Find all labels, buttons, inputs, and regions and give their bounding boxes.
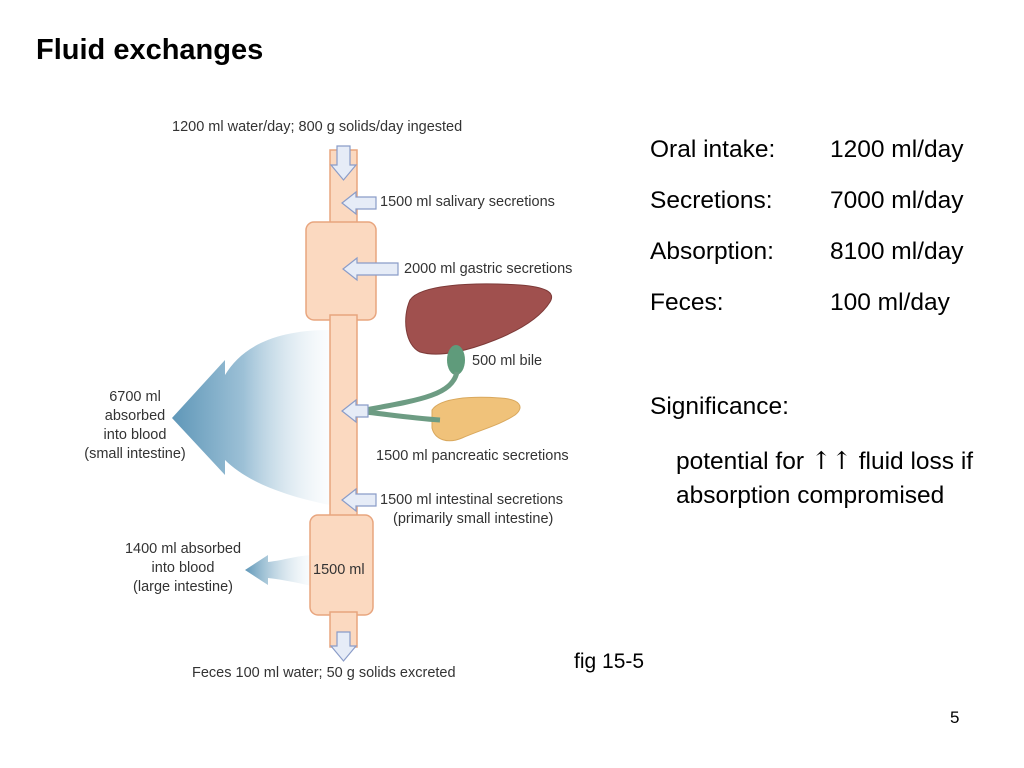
figure-caption: fig 15-5 (574, 650, 645, 673)
summary-row-absorption: Absorption: 8100 ml/day (650, 238, 963, 289)
summary-panel: Oral intake: 1200 ml/day Secretions: 700… (650, 136, 963, 340)
significance-heading: Significance: (650, 393, 789, 420)
slide-title: Fluid exchanges (36, 34, 264, 66)
gi-tract (305, 149, 377, 648)
summary-value: 100 ml/day (830, 289, 950, 316)
large-intestine-absorption-label: 1400 ml absorbed into blood (large intes… (124, 541, 242, 595)
small-intestine-absorption-arrow (172, 330, 330, 505)
bile-duct (364, 371, 460, 423)
pancreatic-arrow (341, 398, 369, 424)
intestinal-sublabel: (primarily small intestine) (393, 511, 554, 527)
summary-row-secretions: Secretions: 7000 ml/day (650, 187, 963, 238)
gastric-arrow (342, 256, 399, 282)
summary-label: Feces: (650, 289, 724, 316)
significance-text-post: fluid loss if (851, 448, 974, 475)
liver (405, 283, 552, 355)
ingested-label: 1200 ml water/day; 800 g solids/day inge… (172, 119, 463, 135)
intestinal-arrow (341, 487, 377, 513)
gastric-label: 2000 ml gastric secretions (404, 261, 573, 277)
colon-volume-label: 1500 ml (313, 562, 365, 578)
bile-label: 500 ml bile (472, 353, 543, 369)
ingested-arrow (329, 145, 358, 181)
page-number: 5 (950, 708, 960, 727)
large-intestine-absorption-arrow (245, 555, 312, 586)
double-up-arrow-icon: ↑↑ (810, 446, 852, 475)
small-intestine-absorption-label: 6700 ml absorbed into blood (small intes… (84, 389, 186, 462)
feces-label: Feces 100 ml water; 50 g solids excreted (192, 665, 456, 681)
significance-text-pre: potential for (676, 448, 811, 475)
intestinal-label: 1500 ml intestinal secretions (380, 492, 563, 508)
summary-value: 7000 ml/day (830, 187, 964, 214)
salivary-label: 1500 ml salivary secretions (380, 194, 555, 210)
summary-label: Absorption: (650, 238, 774, 265)
summary-label: Secretions: (650, 187, 773, 214)
pancreatic-label: 1500 ml pancreatic secretions (376, 448, 569, 464)
summary-value: 8100 ml/day (830, 238, 964, 265)
pancreas (431, 396, 521, 442)
summary-label: Oral intake: (650, 136, 776, 163)
gallbladder (447, 345, 465, 375)
summary-row-oral-intake: Oral intake: 1200 ml/day (650, 136, 963, 187)
secretion-arrows (329, 145, 399, 662)
significance-text-line2: absorption compromised (676, 482, 945, 509)
salivary-arrow (341, 190, 377, 216)
summary-value: 1200 ml/day (830, 136, 964, 163)
feces-arrow (329, 631, 358, 662)
significance-note: potential for ↑↑ fluid loss if absorptio… (676, 444, 973, 513)
summary-row-feces: Feces: 100 ml/day (650, 289, 963, 340)
